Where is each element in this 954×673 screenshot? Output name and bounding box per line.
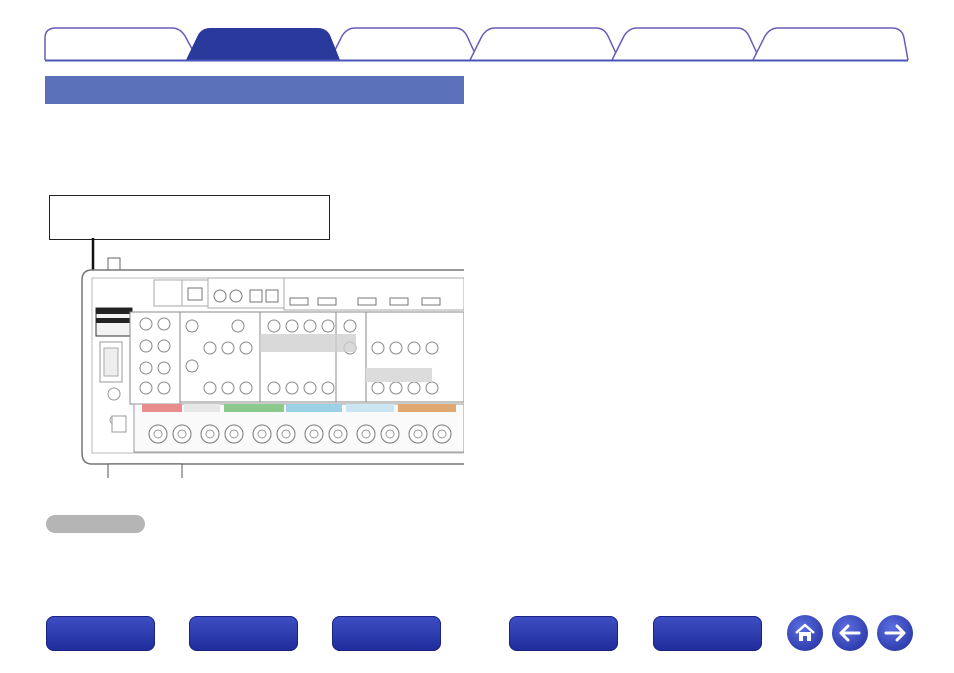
tab-shape-6 [752, 27, 909, 61]
forward-button[interactable] [877, 615, 913, 651]
bottom-nav-button-5[interactable] [653, 616, 762, 651]
back-button[interactable] [832, 615, 868, 651]
tab-2-active[interactable] [200, 30, 330, 58]
tab-bar [0, 0, 954, 62]
rear-panel-illustration [81, 238, 464, 478]
tab-5[interactable] [627, 30, 752, 58]
tab-6[interactable] [768, 30, 898, 58]
tab-shape-3 [329, 27, 479, 61]
tab-shape-2-active [186, 28, 340, 60]
arrow-left-icon [839, 624, 861, 642]
tab-1[interactable] [55, 30, 185, 58]
home-icon [795, 623, 815, 641]
bottom-nav-button-1[interactable] [46, 616, 155, 651]
bottom-nav-button-4[interactable] [509, 616, 618, 651]
tab-bar-graphics [44, 27, 909, 62]
arrow-right-icon [884, 624, 906, 642]
tab-shape-1 [44, 27, 199, 61]
bottom-nav-button-2[interactable] [189, 616, 298, 651]
home-button[interactable] [787, 615, 823, 651]
external-device-box [49, 195, 330, 240]
tab-shape-5 [611, 27, 761, 61]
tab-4[interactable] [485, 30, 610, 58]
bottom-nav-button-3[interactable] [332, 616, 441, 651]
tab-shape-4 [469, 27, 620, 61]
note-badge [46, 515, 145, 533]
section-header-bar [45, 76, 464, 104]
tab-3[interactable] [345, 30, 470, 58]
